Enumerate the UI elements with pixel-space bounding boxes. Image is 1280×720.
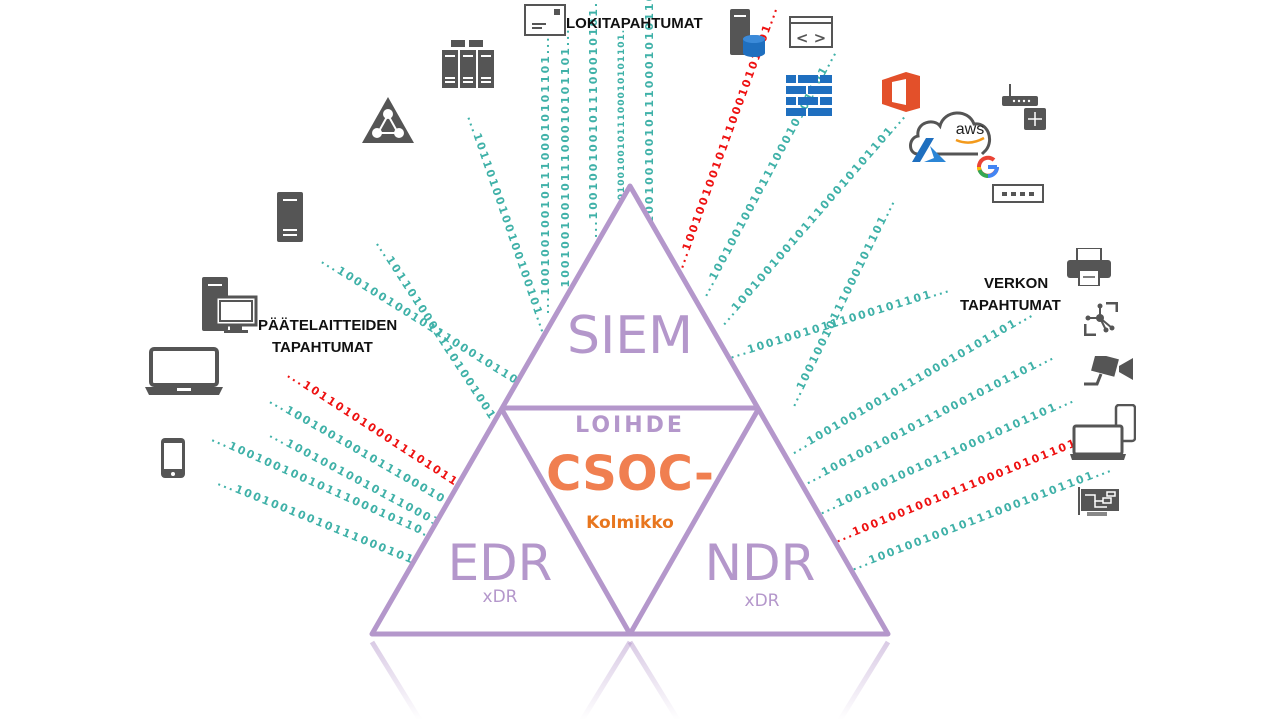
server-tower-icon: [277, 192, 303, 242]
network-events-label-line2: TAPAHTUMAT: [960, 297, 1061, 314]
office-icon: [882, 72, 920, 112]
printer-icon: [1067, 248, 1111, 286]
svg-text:aws: aws: [956, 121, 984, 138]
brand-logo: LOIHDE: [575, 413, 685, 438]
code-window-icon: < >: [789, 16, 833, 48]
phone-icon: [161, 438, 185, 478]
ndr-sub-label: xDR: [744, 591, 780, 611]
desktop-icon: [202, 277, 258, 333]
laptop-icon: [145, 347, 223, 395]
database-server-icon: [730, 9, 765, 57]
firewall-icon: [786, 75, 832, 116]
network-topology-icon: [362, 97, 414, 143]
edr-sub-label: xDR: [482, 587, 518, 607]
triangle-outline: [369, 183, 891, 637]
triangle-reflection: [369, 639, 891, 720]
csoc-title: CSOC-: [546, 446, 714, 502]
security-camera-icon: [1084, 356, 1133, 386]
network-card-icon: [1078, 487, 1119, 516]
laptop-phone-icon: [1070, 404, 1136, 460]
ndr-label: NDR: [704, 534, 816, 592]
router-icon: [1002, 84, 1046, 130]
siem-label: SIEM: [566, 306, 694, 366]
switch-icon: [992, 184, 1044, 203]
email-log-icon: [524, 4, 566, 36]
endpoint-events-label-line2: TAPAHTUMAT: [272, 339, 373, 356]
log-events-label: LOKITAPAHTUMAT: [566, 15, 703, 32]
endpoint-events-label-line1: PÄÄTELAITTEIDEN: [258, 317, 398, 334]
azure-icon: [912, 138, 946, 162]
svg-text:< >: < >: [796, 29, 826, 47]
iot-hub-icon: [1084, 302, 1118, 336]
edr-label: EDR: [447, 534, 553, 592]
server-rack-icon: [442, 40, 494, 88]
cloud-aws-icon: aws: [909, 111, 991, 156]
network-events-label-line1: VERKON: [984, 275, 1049, 292]
csoc-subtitle: Kolmikko: [586, 513, 674, 533]
google-icon: [977, 155, 999, 179]
